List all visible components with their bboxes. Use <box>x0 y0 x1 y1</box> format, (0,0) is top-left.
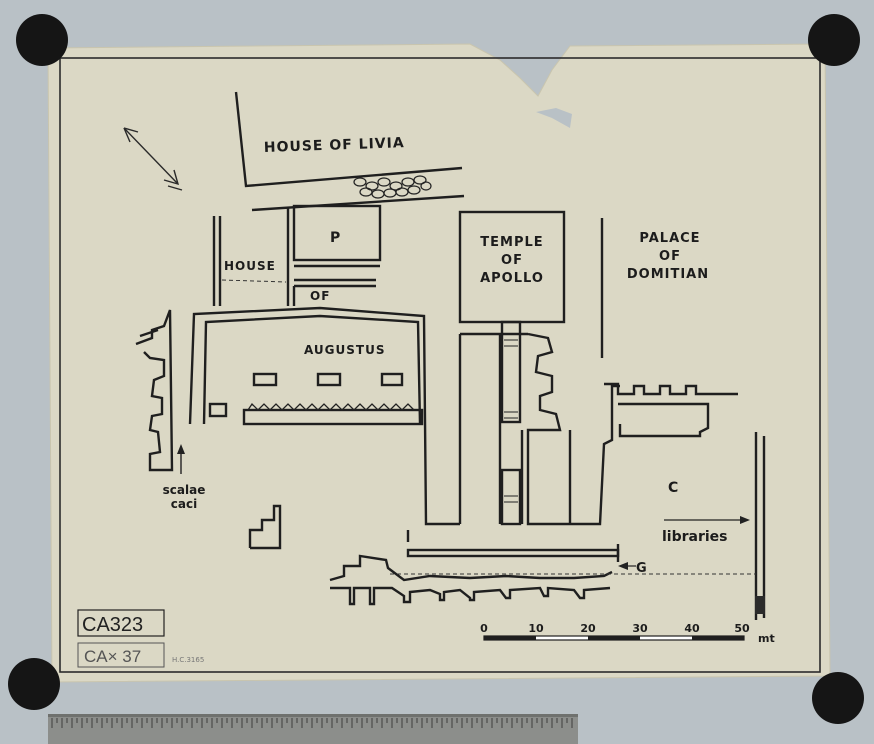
libraries-arrow-icon <box>664 516 750 524</box>
scalae-arrow-head-icon <box>177 444 185 454</box>
scale-tick-30: 30 <box>632 622 648 635</box>
paper-tear <box>536 108 572 128</box>
catalogue-secondary: CA× 37 <box>84 647 141 666</box>
label-libraries: libraries <box>662 529 728 545</box>
scale-tick-20: 20 <box>580 622 596 635</box>
scale-bar <box>483 635 745 641</box>
label-temple-line3: APOLLO <box>480 271 544 286</box>
label-palace-line2: OF <box>659 249 681 264</box>
house-dashed-line <box>221 279 287 283</box>
scale-tick-40: 40 <box>684 622 700 635</box>
scale-unit: mt <box>758 632 775 645</box>
scale-tick-0: 0 <box>480 622 488 635</box>
label-palace-line1: PALACE <box>639 231 700 246</box>
label-augustus: AUGUSTUS <box>304 343 385 357</box>
label-house: HOUSE <box>224 259 276 273</box>
catalogue-secondary-box <box>77 642 165 668</box>
temple-steps <box>504 339 518 503</box>
catalogue-primary-box <box>77 609 165 637</box>
section-g-walls <box>329 530 620 606</box>
label-caci: caci <box>171 497 197 511</box>
pin-bottom-right-icon <box>812 672 864 724</box>
scale-tick-50: 50 <box>734 622 750 635</box>
label-temple-line1: TEMPLE <box>480 235 543 250</box>
house-of-augustus-walls <box>188 194 465 526</box>
label-house-of-livia: HOUSE OF LIVIA <box>264 135 405 156</box>
pin-top-left-icon <box>16 14 68 66</box>
label-of: OF <box>310 289 330 303</box>
measurement-ruler <box>48 714 578 744</box>
catalogue-note: H.C.3165 <box>172 656 204 664</box>
north-arrow-icon <box>123 127 183 191</box>
scale-tick-10: 10 <box>528 622 544 635</box>
g-arrow-icon <box>618 562 636 570</box>
augustus-crenellation <box>247 402 415 411</box>
house-of-livia-walls <box>234 91 463 188</box>
pin-top-right-icon <box>808 14 860 66</box>
temple-of-apollo-walls <box>458 210 620 526</box>
corner-fragment <box>248 504 282 550</box>
label-c: C <box>668 480 679 496</box>
rubble-stones <box>353 175 432 199</box>
palace-of-domitian-walls <box>600 218 766 620</box>
scalae-caci-walls <box>135 309 174 472</box>
label-p: P <box>330 230 341 246</box>
paper-sheet <box>47 43 831 683</box>
label-palace-line3: DOMITIAN <box>627 267 709 282</box>
label-scalae: scalae <box>163 483 206 497</box>
label-g: G <box>636 561 648 576</box>
pin-bottom-left-icon <box>8 658 60 710</box>
plan-frame <box>59 57 821 673</box>
scale-marker-block <box>755 596 765 614</box>
label-temple-line2: OF <box>501 253 523 268</box>
catalogue-primary: CA323 <box>82 614 143 636</box>
